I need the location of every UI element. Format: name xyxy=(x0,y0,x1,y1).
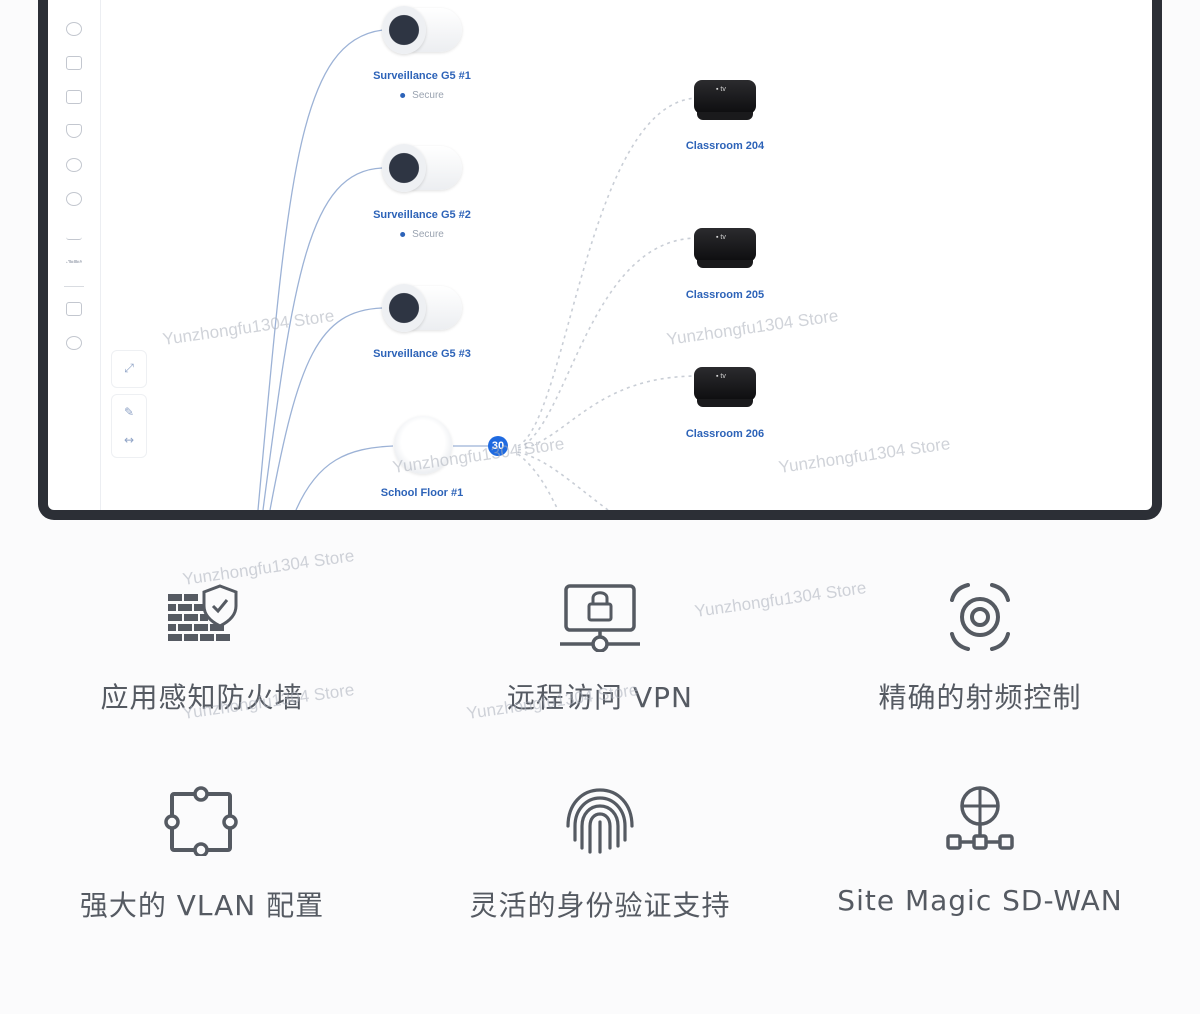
apple-tv-logo: ▪ tv xyxy=(716,86,726,93)
monitor-frame: ⤢ ✎ ↔ Surveillance G5 #1 Secure xyxy=(38,0,1162,520)
device-icon[interactable] xyxy=(66,56,82,70)
target-icon[interactable] xyxy=(66,22,82,36)
feature-firewall: 应用感知防火墙 xyxy=(32,582,372,716)
shield-icon[interactable] xyxy=(66,124,82,138)
fingerprint-icon xyxy=(566,788,634,854)
calendar-icon[interactable] xyxy=(66,302,82,316)
sidebar-divider xyxy=(64,286,84,287)
surveillance-camera-3[interactable] xyxy=(382,280,466,336)
apple-tv-body: ▪ tv xyxy=(694,80,756,114)
globe-network-icon xyxy=(946,786,1014,850)
camera-lens-icon xyxy=(382,284,426,332)
camera-1-status-text: Secure xyxy=(412,90,444,101)
status-dot-icon xyxy=(400,231,406,237)
apple-tv-base xyxy=(697,399,753,407)
more-icon[interactable] xyxy=(66,260,82,264)
feature-label: 远程访问 VPN xyxy=(507,681,693,714)
surveillance-camera-2[interactable] xyxy=(382,140,466,196)
client-2-label[interactable]: Classroom 205 xyxy=(685,289,765,301)
settings-icon[interactable] xyxy=(66,192,82,206)
grid-icon[interactable] xyxy=(66,90,82,104)
apple-tv-logo: ▪ tv xyxy=(716,234,726,241)
feature-label: 灵活的身份验证支持 xyxy=(469,889,731,922)
chart-icon[interactable] xyxy=(66,226,82,240)
camera-2-label[interactable]: Surveillance G5 #2 xyxy=(373,209,471,221)
camera-3-label[interactable]: Surveillance G5 #3 xyxy=(373,348,471,360)
camera-lens-icon xyxy=(382,6,426,54)
apple-tv-base xyxy=(697,112,753,120)
vpn-lock-monitor-icon xyxy=(560,584,640,652)
feature-sd-wan: Site Magic SD-WAN xyxy=(810,786,1150,917)
spread-icon[interactable]: ↔ xyxy=(123,433,135,447)
feature-rf-control: 精确的射频控制 xyxy=(810,582,1150,716)
apple-tv-logo: ▪ tv xyxy=(716,373,726,380)
apple-tv-body: ▪ tv xyxy=(694,367,756,401)
fit-view-tool: ⤢ xyxy=(111,350,147,388)
feature-label: Site Magic SD-WAN xyxy=(837,884,1123,917)
firewall-shield-icon xyxy=(168,584,238,641)
client-count-badge[interactable]: 30 xyxy=(488,436,508,456)
surveillance-camera-1[interactable] xyxy=(382,2,466,58)
feature-vlan: 强大的 VLAN 配置 xyxy=(32,786,372,924)
pencil-icon[interactable]: ✎ xyxy=(123,405,135,419)
client-1-label[interactable]: Classroom 204 xyxy=(685,140,765,152)
apple-tv-client-1[interactable]: ▪ tv xyxy=(694,80,756,124)
feature-authentication: 灵活的身份验证支持 xyxy=(430,786,770,924)
apple-tv-base xyxy=(697,260,753,268)
edit-tools: ✎ ↔ xyxy=(111,394,147,458)
feature-label: 精确的射频控制 xyxy=(878,681,1082,714)
camera-1-label[interactable]: Surveillance G5 #1 xyxy=(373,70,471,82)
feature-vpn: 远程访问 VPN xyxy=(430,582,770,716)
apple-tv-body: ▪ tv xyxy=(694,228,756,262)
camera-lens-icon xyxy=(382,144,426,192)
apple-tv-client-2[interactable]: ▪ tv xyxy=(694,228,756,272)
rf-target-icon xyxy=(950,583,1010,651)
topology-links xyxy=(257,29,699,510)
expand-icon[interactable]: ⤢ xyxy=(124,361,134,375)
apple-tv-client-3[interactable]: ▪ tv xyxy=(694,367,756,411)
gear-icon[interactable] xyxy=(66,336,82,350)
block-icon[interactable] xyxy=(66,158,82,172)
client-3-label[interactable]: Classroom 206 xyxy=(685,428,765,440)
vlan-square-icon xyxy=(164,786,238,856)
access-point-label[interactable]: School Floor #1 xyxy=(380,487,464,499)
sidebar xyxy=(48,0,101,510)
network-topology-screen: ⤢ ✎ ↔ Surveillance G5 #1 Secure xyxy=(48,0,1152,510)
camera-1-status: Secure xyxy=(400,90,444,101)
camera-2-status-text: Secure xyxy=(412,229,444,240)
access-point-device[interactable] xyxy=(394,416,452,474)
feature-label: 强大的 VLAN 配置 xyxy=(79,889,325,922)
camera-2-status: Secure xyxy=(400,229,444,240)
status-dot-icon xyxy=(400,92,406,98)
feature-label: 应用感知防火墙 xyxy=(100,681,304,714)
